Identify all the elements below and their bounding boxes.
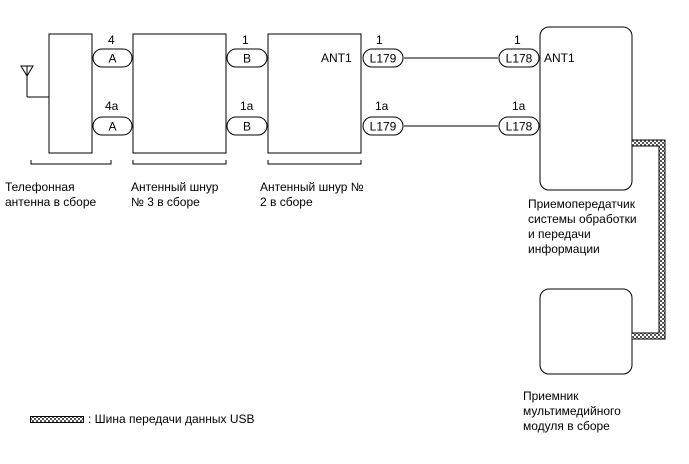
- transceiver-label: Приемопередатчик системы обработки и пер…: [528, 197, 637, 256]
- antenna-cord-2-bracket: [267, 160, 362, 165]
- usb-bus-legend-text: : Шина передачи данных USB: [88, 412, 255, 426]
- connector-l179-top: L179 1: [362, 33, 404, 68]
- svg-text:A: A: [108, 52, 116, 66]
- svg-text:B: B: [243, 120, 251, 134]
- connector-l178-top: L178 1: [498, 33, 540, 68]
- connector-l178-top-pin: 1: [514, 33, 521, 47]
- antenna-cord-3-label: Антенный шнур № 3 в сборе: [131, 180, 219, 209]
- antenna-cord-2-label: Антенный шнур № 2 в сборе: [260, 180, 364, 209]
- svg-text:A: A: [108, 120, 116, 134]
- telephone-antenna-block: [48, 33, 93, 154]
- connector-l178-bottom-pin: 1a: [512, 99, 526, 113]
- connector-l178-bottom: L178 1a: [498, 99, 540, 136]
- transceiver-ant1-label: ANT1: [544, 51, 575, 65]
- multimedia-receiver-block: [539, 288, 633, 375]
- connector-l179-bottom-pin: 1a: [375, 99, 389, 113]
- multimedia-receiver-label: Приемник мультимедийного модуля в сборе: [523, 389, 621, 433]
- svg-text:B: B: [243, 52, 251, 66]
- svg-text:L178: L178: [506, 52, 533, 66]
- cord2-ant1-label: ANT1: [321, 51, 352, 65]
- connector-l179-bottom: L179 1a: [362, 99, 404, 136]
- connector-a-top: A 4: [92, 33, 133, 68]
- svg-text:L179: L179: [370, 52, 397, 66]
- usb-bus-legend-swatch: [30, 416, 84, 423]
- svg-text:L178: L178: [506, 120, 533, 134]
- antenna-icon: [20, 65, 49, 98]
- telephone-antenna-label: Телефонная антенна в сборе: [5, 180, 97, 209]
- antenna-cord-3-block: [132, 33, 227, 154]
- connector-b-top-pin: 1: [242, 33, 249, 47]
- antenna-cord-2-block: [267, 33, 362, 154]
- connector-b-bottom: B 1a: [226, 99, 268, 136]
- svg-text:L179: L179: [370, 120, 397, 134]
- connector-a-bottom-pin: 4a: [105, 99, 119, 113]
- connector-b-top: B 1: [226, 33, 268, 68]
- transceiver-block: [539, 26, 633, 191]
- connector-a-top-pin: 4: [108, 33, 115, 47]
- connector-a-bottom: A 4a: [92, 99, 133, 136]
- connector-l179-top-pin: 1: [376, 33, 383, 47]
- antenna-cord-3-bracket: [132, 160, 227, 165]
- connector-b-bottom-pin: 1a: [240, 99, 254, 113]
- telephone-antenna-bracket: [30, 160, 112, 165]
